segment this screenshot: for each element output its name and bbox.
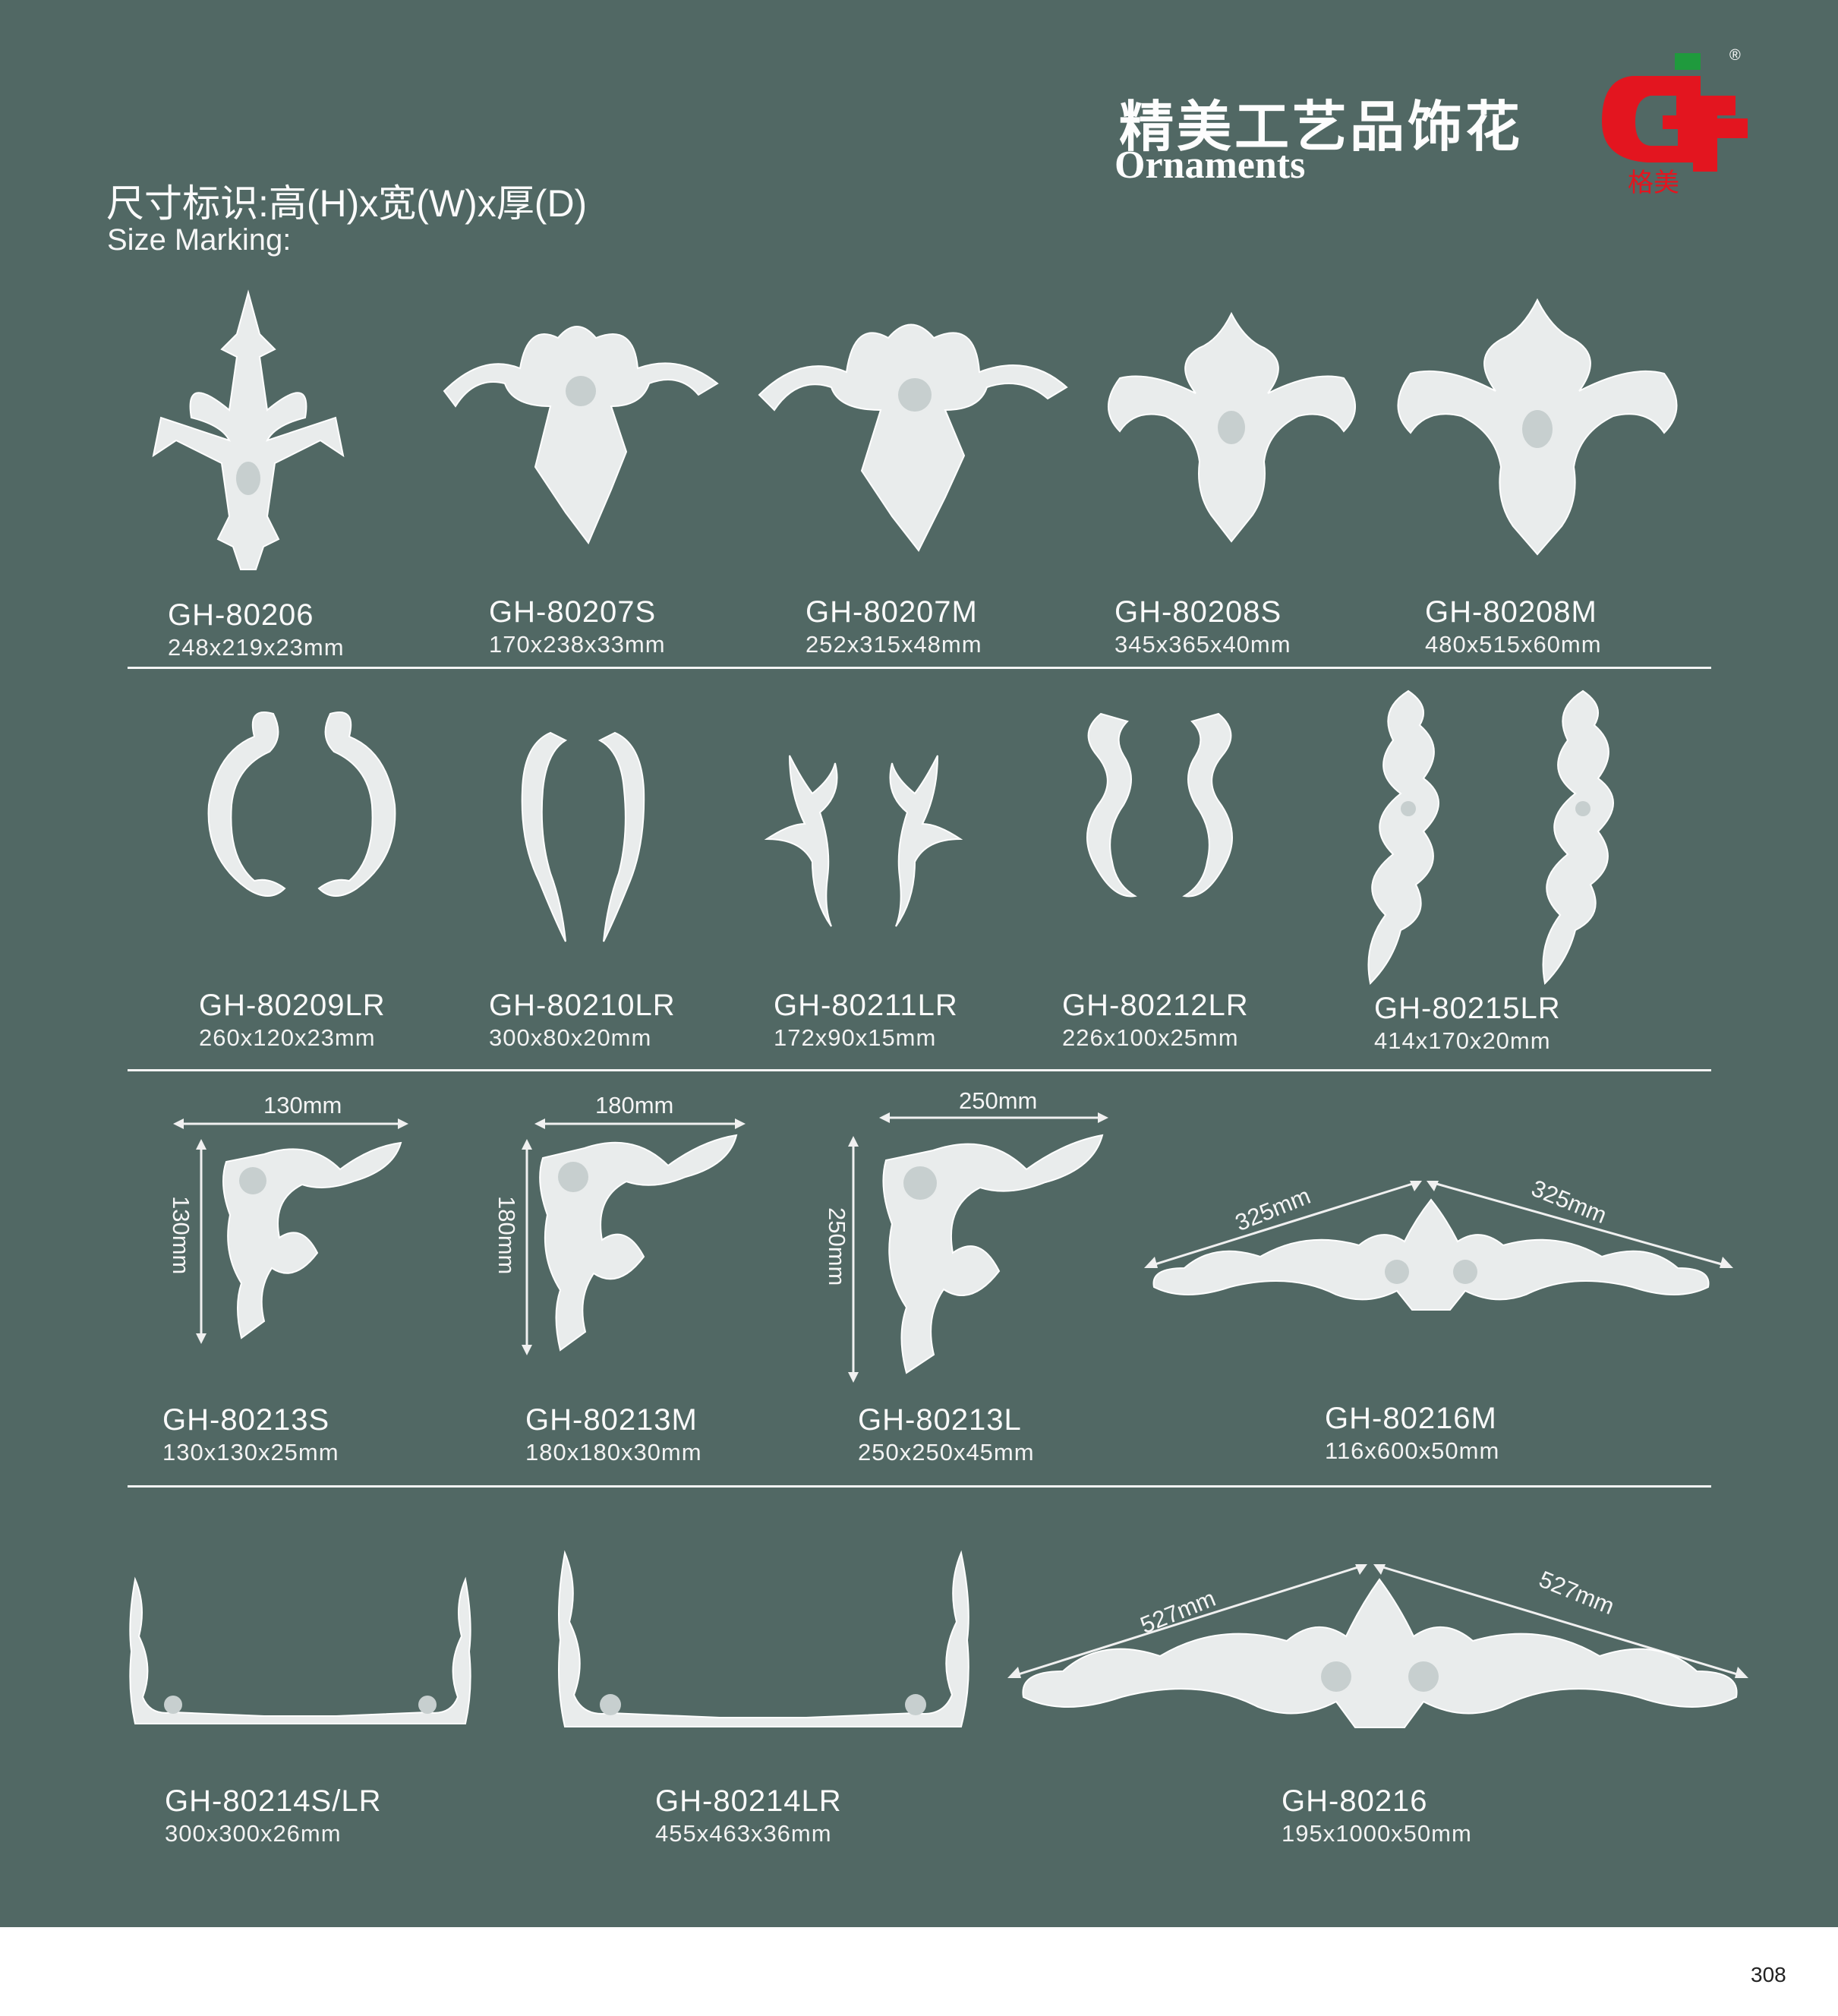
- product-code: GH-80207M: [806, 595, 978, 629]
- ribbon-bow-ornament-icon: [755, 300, 1070, 552]
- product-dimensions: 226x100x25mm: [1062, 1024, 1239, 1051]
- product-label: GH-80206 248x219x23mm: [168, 598, 345, 662]
- width-arrow-icon: [173, 1118, 408, 1129]
- product-dimensions: 414x170x20mm: [1374, 1027, 1551, 1054]
- product-dimensions: 170x238x33mm: [489, 631, 666, 658]
- product-code: GH-80206: [168, 598, 314, 632]
- s-scroll-pair-ornament-icon: [1070, 710, 1249, 904]
- width-dimension-label: 130mm: [263, 1092, 342, 1118]
- pediment-ornament-icon: [1146, 1196, 1716, 1311]
- product-code: GH-80211LR: [774, 989, 958, 1022]
- brand-logo: 格美 ®: [1587, 46, 1754, 198]
- row-divider: [128, 1485, 1711, 1488]
- product-label: GH-80209LR 260x120x23mm: [199, 989, 386, 1052]
- product-code: GH-80213S: [162, 1403, 330, 1437]
- row-divider: [128, 1069, 1711, 1071]
- product-dimensions: 195x1000x50mm: [1282, 1820, 1472, 1847]
- product-label: GH-80213S 130x130x25mm: [162, 1403, 339, 1467]
- product-dimensions: 300x80x20mm: [489, 1024, 652, 1051]
- scroll-pair-ornament-icon: [509, 729, 660, 945]
- height-arrow-icon: [848, 1136, 859, 1383]
- product-code: GH-80215LR: [1374, 992, 1561, 1025]
- product-label: GH-80210LR 300x80x20mm: [489, 989, 676, 1052]
- vine-pair-ornament-icon: [1348, 687, 1647, 987]
- product-dimensions: 180x180x30mm: [525, 1439, 702, 1465]
- width-arrow-icon: [534, 1118, 746, 1129]
- diagonal-arrows-icon: [1007, 1564, 1748, 1678]
- fleur-ornament-icon: [115, 289, 381, 577]
- product-code: GH-80213L: [858, 1403, 1022, 1437]
- product-label: GH-80208M 480x515x60mm: [1425, 595, 1602, 659]
- height-dimension-label: 180mm: [493, 1196, 520, 1275]
- vine-border-corner-ornament-icon: [128, 1576, 473, 1731]
- product-code: GH-80210LR: [489, 989, 676, 1022]
- product-code: GH-80216: [1282, 1784, 1428, 1818]
- corner-ornament-icon: [535, 1131, 744, 1352]
- size-marking-cn: 尺寸标识:高(H)x宽(W)x厚(D): [106, 182, 588, 225]
- product-dimensions: 130x130x25mm: [162, 1439, 339, 1465]
- product-dimensions: 116x600x50mm: [1325, 1437, 1500, 1464]
- vine-border-corner-ornament-icon: [556, 1549, 977, 1735]
- svg-text:格美: 格美: [1628, 168, 1679, 197]
- product-label: GH-80208S 345x365x40mm: [1114, 595, 1291, 659]
- product-dimensions: 300x300x26mm: [165, 1820, 342, 1847]
- row-divider: [128, 667, 1711, 669]
- product-label: GH-80211LR 172x90x15mm: [774, 989, 958, 1052]
- product-label: GH-80214LR 455x463x36mm: [655, 1784, 842, 1848]
- height-arrow-icon: [522, 1139, 532, 1355]
- product-dimensions: 248x219x23mm: [168, 634, 345, 661]
- product-label: GH-80213L 250x250x45mm: [858, 1403, 1035, 1467]
- product-code: GH-80216M: [1325, 1402, 1497, 1435]
- product-label: GH-80214S/LR 300x300x26mm: [165, 1784, 381, 1848]
- product-dimensions: 260x120x23mm: [199, 1024, 376, 1051]
- product-code: GH-80214LR: [655, 1784, 842, 1818]
- width-arrow-icon: [879, 1112, 1108, 1123]
- product-code: GH-80209LR: [199, 989, 386, 1022]
- product-label: GH-80213M 180x180x30mm: [525, 1403, 702, 1467]
- corner-ornament-icon: [219, 1139, 408, 1340]
- size-marking-en: Size Marking:: [107, 223, 292, 257]
- product-dimensions: 172x90x15mm: [774, 1024, 937, 1051]
- scroll-pair-ornament-icon: [201, 706, 402, 905]
- acanthus-shield-ornament-icon: [1101, 310, 1363, 543]
- height-dimension-label: 130mm: [168, 1196, 194, 1275]
- height-arrow-icon: [196, 1139, 206, 1344]
- product-label: GH-80216 195x1000x50mm: [1282, 1784, 1472, 1848]
- product-code: GH-80208M: [1425, 595, 1597, 629]
- width-dimension-label: 250mm: [959, 1087, 1038, 1114]
- product-dimensions: 345x365x40mm: [1114, 631, 1291, 658]
- product-label: GH-80215LR 414x170x20mm: [1374, 992, 1561, 1055]
- product-label: GH-80207M 252x315x48mm: [806, 595, 982, 659]
- corner-ornament-icon: [878, 1131, 1110, 1374]
- product-code: GH-80214S/LR: [165, 1784, 382, 1818]
- product-label: GH-80207S 170x238x33mm: [489, 595, 666, 659]
- registered-mark: ®: [1729, 47, 1741, 64]
- acanthus-shield-ornament-icon: [1389, 296, 1685, 556]
- page-title-en: Ornaments: [1114, 144, 1306, 187]
- product-code: GH-80208S: [1114, 595, 1282, 629]
- width-dimension-label: 180mm: [595, 1092, 674, 1118]
- product-dimensions: 480x515x60mm: [1425, 631, 1602, 658]
- product-code: GH-80212LR: [1062, 989, 1249, 1022]
- product-label: GH-80212LR 226x100x25mm: [1062, 989, 1249, 1052]
- product-label: GH-80216M 116x600x50mm: [1325, 1402, 1499, 1465]
- product-code: GH-80207S: [489, 595, 657, 629]
- page-number: 308: [1751, 1963, 1786, 1986]
- product-dimensions: 252x315x48mm: [806, 631, 982, 658]
- logo-icon: 格美: [1602, 53, 1748, 198]
- ribbon-bow-ornament-icon: [437, 300, 721, 544]
- leaf-sprig-pair-ornament-icon: [759, 748, 968, 930]
- pediment-ornament-icon: [1014, 1576, 1746, 1728]
- product-code: GH-80213M: [525, 1403, 698, 1437]
- diagonal-arrows-icon: [1144, 1181, 1733, 1268]
- product-dimensions: 250x250x45mm: [858, 1439, 1035, 1465]
- page-title-cn: 精美工艺品饰花: [1119, 94, 1524, 159]
- product-dimensions: 455x463x36mm: [655, 1820, 832, 1847]
